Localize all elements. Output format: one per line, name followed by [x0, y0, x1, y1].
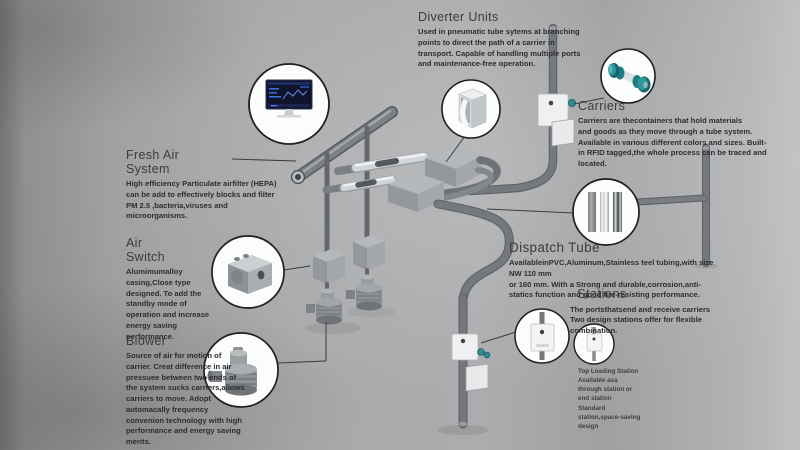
fresh-air-tube: [290, 106, 398, 185]
annotation-air-switch: Air Switch Alumimumalloy casing,Close ty…: [126, 236, 222, 342]
blower-on-pipe: [306, 288, 342, 325]
station-wall-badge: [514, 308, 570, 364]
monitor-badge: [248, 63, 330, 145]
annotation-diverter-units: Diverter Units Used in pneumatic tube sy…: [418, 10, 586, 70]
air-switch-on-pipe: [313, 249, 345, 284]
right-standpipe: [702, 144, 710, 267]
top-loading-station-icon: [586, 327, 603, 361]
leader-stations: [480, 331, 517, 344]
diverter-units-description: Used in pneumatic tube sytems at branchi…: [418, 27, 581, 69]
carrier-dot: [568, 99, 577, 108]
diverter-badge: [441, 79, 501, 139]
air-switch-description: Alumimumalloy casing,Close type designed…: [126, 267, 210, 341]
station-top-loading-badge: [573, 323, 615, 365]
dispatch-tube-description: AvailableinPVC,Aluminum,Stainless teel t…: [509, 258, 714, 300]
upper-run: [334, 152, 429, 175]
fresh-air-system-description: High efficiency Particulate airfilter (H…: [126, 179, 277, 221]
carrier-dot: [483, 351, 491, 359]
leader-air-switch: [283, 265, 311, 271]
carrier-in-tube: [355, 179, 377, 188]
annotation-blower: Blower Source of air for motion of carri…: [126, 334, 246, 448]
leader-carriers: [573, 97, 605, 105]
fresh-air-system-title: Fresh Air System: [126, 148, 180, 176]
annotation-top-loading-station: Top Loading Station Available asa throug…: [578, 367, 642, 431]
carriers-title: Carriers: [578, 99, 626, 113]
blower-title: Blower: [126, 334, 167, 348]
annotation-carriers: Carriers Carriers are thecontainers that…: [578, 99, 770, 170]
carrier-in-tube: [375, 158, 399, 167]
top-loading-station-note: Top Loading Station Available asa throug…: [578, 368, 641, 430]
annotation-fresh-air-system: Fresh Air System High efficiency Particu…: [126, 148, 281, 222]
detail-badges: [203, 48, 656, 408]
wall-station: [537, 93, 577, 147]
blower-badge: [203, 332, 279, 408]
air-switch-badge: [211, 235, 285, 309]
leader-diverter: [445, 135, 466, 163]
dispatch-tube-title: Dispatch Tube: [509, 240, 600, 255]
blower-icon: [207, 347, 257, 396]
diverter-box-upper: [425, 145, 483, 187]
stations-title: Stations: [577, 286, 627, 301]
collection-bin: [465, 363, 489, 392]
leader-fresh-air: [231, 158, 297, 162]
tube-samples-icon: [588, 192, 622, 232]
collection-bin: [551, 118, 575, 147]
leader-lines: [231, 97, 605, 364]
stations-description: The portsthatsend and receive carriers T…: [570, 304, 711, 336]
pipe-network: [290, 23, 710, 429]
control-monitor-icon: [265, 79, 313, 118]
carrier-capsule-icon: [608, 63, 651, 93]
bottom-station: [451, 293, 491, 429]
blower-on-pipe: [346, 274, 382, 311]
air-switch-title: Air Switch: [126, 236, 165, 264]
leader-dispatch: [486, 208, 575, 214]
annotation-stations: Stations The portsthatsend and receive c…: [570, 286, 770, 337]
leader-blower-h: [277, 360, 327, 364]
dispatch-tube-run: [634, 194, 708, 206]
tube-end-cap: [295, 174, 301, 180]
dispatch-badge: [572, 178, 640, 246]
diverter-unit-icon: [458, 88, 487, 129]
diverter-box-lower: [388, 172, 444, 212]
carrier-standpipe: [465, 23, 558, 196]
carrier-dot: [477, 348, 485, 356]
blower-description: Source of air for motion of carrier. Cre…: [126, 351, 245, 447]
station-indicator-dot: [460, 338, 466, 344]
carriers-badge: [600, 48, 656, 104]
annotation-dispatch-tube: Dispatch Tube AvailableinPVC,Aluminum,St…: [509, 240, 723, 301]
u-bend-inner: [441, 167, 494, 201]
wall-station-icon: [530, 312, 555, 360]
carriers-description: Carriers are thecontainers that hold mat…: [578, 116, 767, 169]
station-indicator-dot: [548, 100, 554, 106]
lower-run: [322, 175, 397, 194]
air-switch-on-pipe: [353, 235, 385, 270]
diverter-units-title: Diverter Units: [418, 10, 499, 24]
air-switch-icon: [228, 254, 272, 294]
